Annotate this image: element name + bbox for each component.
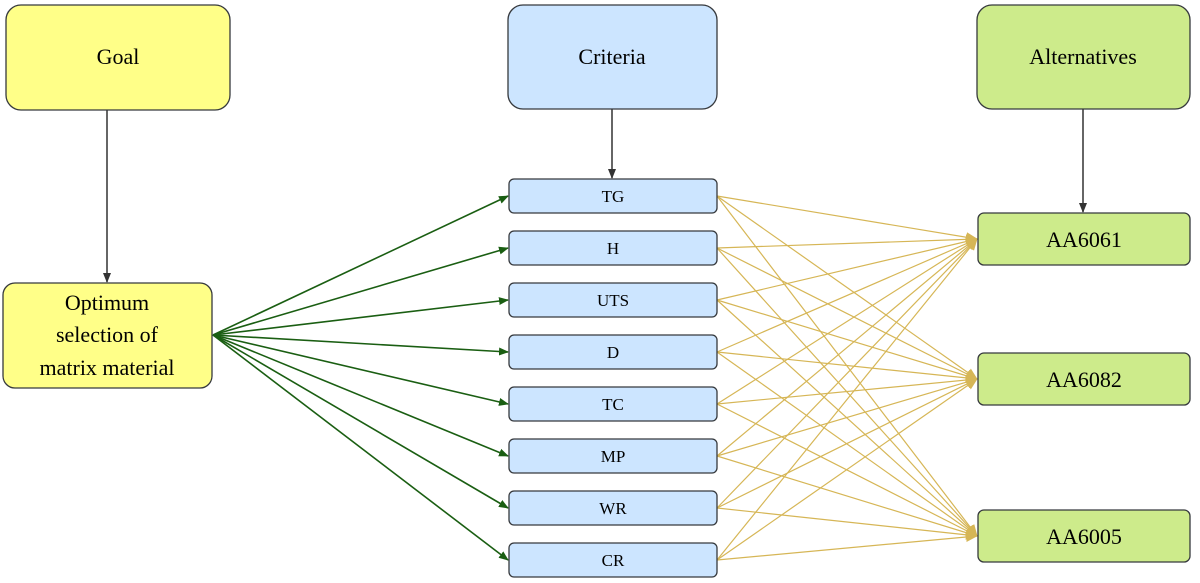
criteria-node-tg: TG [508, 178, 718, 214]
alternative-label-aa6082: AA6082 [1046, 367, 1122, 392]
d-to-aa6061-arrow [716, 238, 978, 353]
goal-to-wr-arrow [212, 334, 509, 509]
cr-to-aa6082-arrow [716, 378, 978, 561]
criteria-label-h: H [607, 239, 619, 258]
criteria-label-wr: WR [599, 499, 627, 518]
wr-to-aa6005-arrow [716, 507, 978, 540]
alternative-node-aa6061: AA6061 [977, 212, 1191, 266]
tc-to-aa6061-arrow [716, 238, 978, 405]
criteria-label-mp: MP [601, 447, 626, 466]
goal-to-d-arrow [212, 334, 509, 356]
alternatives-header-label: Alternatives [1029, 44, 1137, 69]
alternative-node-aa6005: AA6005 [977, 509, 1191, 563]
criteria-node-cr: CR [508, 542, 718, 578]
goal-node: Optimum selection of matrix material [2, 282, 213, 389]
goal-to-tc-arrow [212, 334, 509, 406]
wr-to-aa6082-arrow [716, 378, 978, 509]
criteria-header-label: Criteria [578, 44, 645, 69]
criteria-to-alternatives-connectors [716, 195, 978, 561]
goal-node-line-2: selection of [56, 322, 159, 347]
alternative-label-aa6061: AA6061 [1046, 227, 1122, 252]
criteria-node-uts: UTS [508, 282, 718, 318]
criteria-node-tc: TC [508, 386, 718, 422]
goal-node-line-3: matrix material [40, 355, 175, 380]
h-to-aa6082-arrow [716, 247, 978, 380]
goal-to-h-arrow [212, 246, 509, 336]
criteria-node-d: D [508, 334, 718, 370]
criteria-label-uts: UTS [597, 291, 629, 310]
goal-header-box: Goal [5, 4, 231, 111]
wr-to-aa6061-arrow [716, 238, 978, 509]
alternatives-header-box: Alternatives [976, 4, 1191, 110]
cr-to-aa6005-arrow [716, 532, 978, 561]
tg-to-aa6082-arrow [716, 195, 978, 380]
criteria-node-mp: MP [508, 438, 718, 474]
uts-to-aa6082-arrow [716, 299, 978, 381]
criteria-label-tc: TC [602, 395, 624, 414]
criteria-node-h: H [508, 230, 718, 266]
goal-node-line-1: Optimum [65, 290, 149, 315]
criteria-header-box: Criteria [507, 4, 718, 110]
criteria-label-tg: TG [602, 187, 625, 206]
mp-to-aa6082-arrow [716, 377, 978, 457]
goal-to-uts-arrow [212, 297, 509, 336]
goal-to-criteria-connectors [212, 195, 509, 561]
goal-header-label: Goal [97, 44, 140, 69]
h-to-aa6061-arrow [716, 234, 978, 249]
tc-to-aa6082-arrow [716, 375, 978, 405]
goal-to-tg-arrow [212, 195, 509, 336]
criteria-label-d: D [607, 343, 619, 362]
criteria-label-cr: CR [602, 551, 625, 570]
alternative-node-aa6082: AA6082 [977, 352, 1191, 406]
goal-to-cr-arrow [212, 334, 509, 561]
alternative-label-aa6005: AA6005 [1046, 524, 1122, 549]
mp-to-aa6005-arrow [716, 455, 978, 538]
d-to-aa6082-arrow [716, 351, 978, 383]
header-connectors [103, 109, 1087, 283]
goal-to-mp-arrow [212, 334, 509, 457]
criteria-node-wr: WR [508, 490, 718, 526]
cr-to-aa6061-arrow [716, 238, 978, 561]
mp-to-aa6061-arrow [716, 238, 978, 457]
uts-to-aa6061-arrow [716, 236, 978, 301]
tg-to-aa6061-arrow [716, 195, 978, 243]
